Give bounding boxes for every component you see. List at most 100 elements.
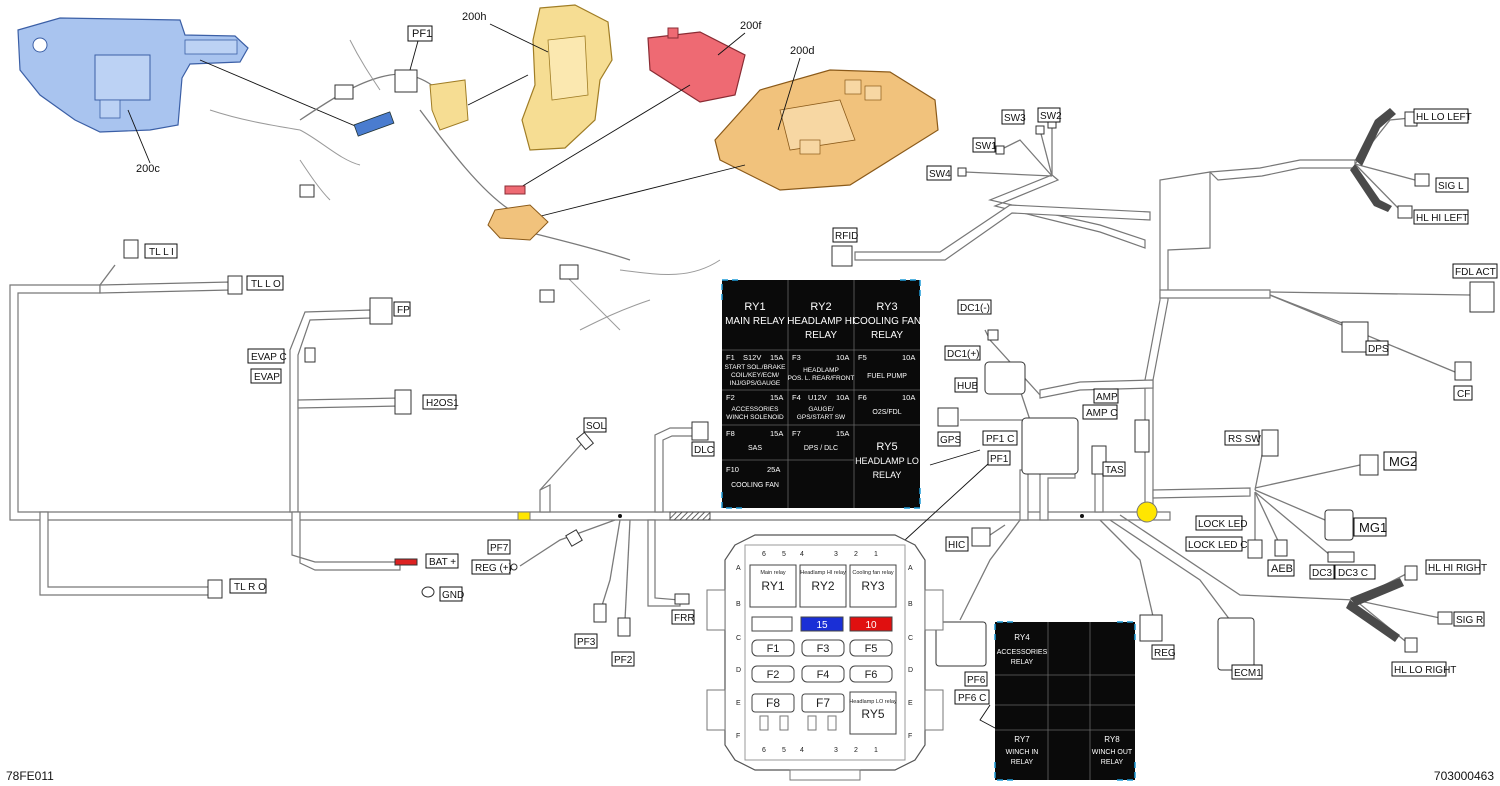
- svg-text:TL L O: TL L O: [251, 279, 281, 290]
- svg-text:15A: 15A: [770, 393, 783, 402]
- label-hl-lo-left: HL LO LEFT: [1413, 108, 1472, 124]
- svg-text:GPS/START SW: GPS/START SW: [797, 414, 846, 421]
- wire-sig-r: [1354, 599, 1441, 619]
- svg-text:DPS / DLC: DPS / DLC: [804, 445, 838, 452]
- bracket-200c: [17, 17, 249, 133]
- svg-text:RY5: RY5: [876, 441, 897, 453]
- callout-200d: 200d: [790, 45, 814, 57]
- connector-hub: [984, 361, 1026, 395]
- svg-text:F7: F7: [792, 429, 801, 438]
- label-bat-plus: BAT +: [425, 553, 459, 569]
- leader-200h-arrow: [467, 74, 529, 106]
- label-dlc: DLC: [691, 441, 715, 457]
- connector-fp: [369, 297, 393, 325]
- svg-text:15A: 15A: [770, 429, 783, 438]
- connector-pf6: [935, 621, 987, 667]
- svg-text:F: F: [736, 733, 740, 740]
- connector-sw4: [957, 167, 967, 177]
- connector-hl-lo-right: [1404, 637, 1418, 653]
- svg-text:25A: 25A: [767, 465, 780, 474]
- label-gps: GPS: [937, 431, 961, 447]
- connector-dps: [1341, 321, 1369, 353]
- svg-text:DC3: DC3: [1312, 568, 1332, 579]
- svg-text:PF1: PF1: [990, 454, 1009, 465]
- trunk-splice-right: [1080, 514, 1084, 518]
- bracket-yellow-small: [429, 79, 469, 131]
- svg-text:RELAY: RELAY: [873, 470, 902, 480]
- label-reg-plus: REG (+): [471, 559, 512, 575]
- connector-rs-sw: [1261, 429, 1279, 457]
- svg-text:SIG R: SIG R: [1456, 615, 1483, 626]
- svg-text:DC1(+): DC1(+): [947, 349, 980, 360]
- svg-text:U12V: U12V: [808, 393, 827, 402]
- wire-aeb: [1254, 491, 1281, 546]
- svg-text:4: 4: [800, 747, 804, 754]
- connector-sw3: [1035, 125, 1045, 135]
- svg-text:GAUGE/: GAUGE/: [808, 406, 833, 413]
- connector-dlc: [691, 421, 709, 441]
- svg-text:WINCH SOLENOID: WINCH SOLENOID: [726, 414, 784, 421]
- svg-text:RELAY: RELAY: [1011, 659, 1034, 666]
- svg-text:COIL/KEY/ECM/: COIL/KEY/ECM/: [731, 372, 779, 379]
- svg-text:HUB: HUB: [957, 381, 978, 392]
- svg-text:RELAY: RELAY: [805, 330, 837, 341]
- label-sig-l: SIG L: [1435, 177, 1469, 193]
- svg-text:F10: F10: [726, 465, 739, 474]
- svg-text:HL HI LEFT: HL HI LEFT: [1416, 213, 1468, 224]
- connector-reg: [1139, 614, 1163, 642]
- connector-mg1: [1324, 509, 1354, 541]
- svg-text:RY3: RY3: [876, 301, 897, 313]
- svg-text:RY3: RY3: [861, 579, 884, 593]
- label-fdl-act: FDL ACT: [1452, 263, 1498, 279]
- svg-text:15A: 15A: [836, 429, 849, 438]
- svg-text:RELAY: RELAY: [871, 330, 903, 341]
- svg-text:AEB: AEB: [1271, 563, 1293, 575]
- svg-text:PF1 C: PF1 C: [986, 434, 1014, 445]
- svg-text:Headlamp LO relay: Headlamp LO relay: [849, 699, 897, 705]
- svg-text:MAIN RELAY: MAIN RELAY: [725, 316, 785, 327]
- wire-dc3: [1254, 491, 1331, 556]
- svg-text:10A: 10A: [902, 353, 915, 362]
- svg-text:F: F: [908, 733, 912, 740]
- label-hic: HIC: [945, 536, 969, 552]
- label-gnd: GND: [439, 586, 464, 602]
- label-dc1-plus: DC1(+): [944, 345, 981, 361]
- svg-text:HIC: HIC: [948, 540, 965, 551]
- leader-200f-arrow: [515, 84, 691, 191]
- connector-pf3: [593, 603, 607, 623]
- svg-text:D: D: [908, 667, 913, 674]
- svg-text:ACCESSORIES: ACCESSORIES: [732, 406, 780, 413]
- trunk-marker-yellow-right: [1136, 501, 1158, 523]
- svg-text:ACCESSORIES: ACCESSORIES: [997, 649, 1048, 656]
- connector-sig-r: [1437, 611, 1453, 625]
- svg-text:F4: F4: [817, 669, 830, 681]
- connector-lock-led: [1247, 539, 1263, 559]
- svg-text:F5: F5: [858, 353, 867, 362]
- label-amp: AMP: [1093, 388, 1119, 404]
- wire-sw3: [1039, 129, 1053, 177]
- svg-text:F6: F6: [858, 393, 867, 402]
- svg-text:HL HI RIGHT: HL HI RIGHT: [1428, 563, 1487, 574]
- wire-tl-l-i: [99, 264, 116, 286]
- wire-reg: [1099, 519, 1156, 626]
- svg-text:F1: F1: [767, 643, 780, 655]
- svg-text:F6: F6: [865, 669, 878, 681]
- leader-200f: [717, 32, 746, 56]
- svg-text:RELAY: RELAY: [1101, 759, 1124, 766]
- svg-text:Cooling fan relay: Cooling fan relay: [852, 570, 894, 576]
- label-pf6-c: PF6 C: [954, 689, 990, 705]
- svg-text:PF6 C: PF6 C: [958, 693, 986, 704]
- svg-text:F3: F3: [817, 643, 830, 655]
- svg-text:LOCK LED: LOCK LED: [1198, 519, 1247, 530]
- connector-fdl-act: [1469, 281, 1495, 313]
- svg-text:B: B: [908, 601, 913, 608]
- svg-text:10: 10: [865, 620, 877, 631]
- label-sw1: SW1: [972, 137, 997, 153]
- connector-tl-l-o: [227, 275, 243, 295]
- svg-text:6: 6: [762, 747, 766, 754]
- label-pf2: PF2: [611, 651, 635, 667]
- svg-text:AMP: AMP: [1096, 392, 1118, 403]
- svg-text:10A: 10A: [836, 393, 849, 402]
- connector-pf1-fuse: [1021, 417, 1079, 475]
